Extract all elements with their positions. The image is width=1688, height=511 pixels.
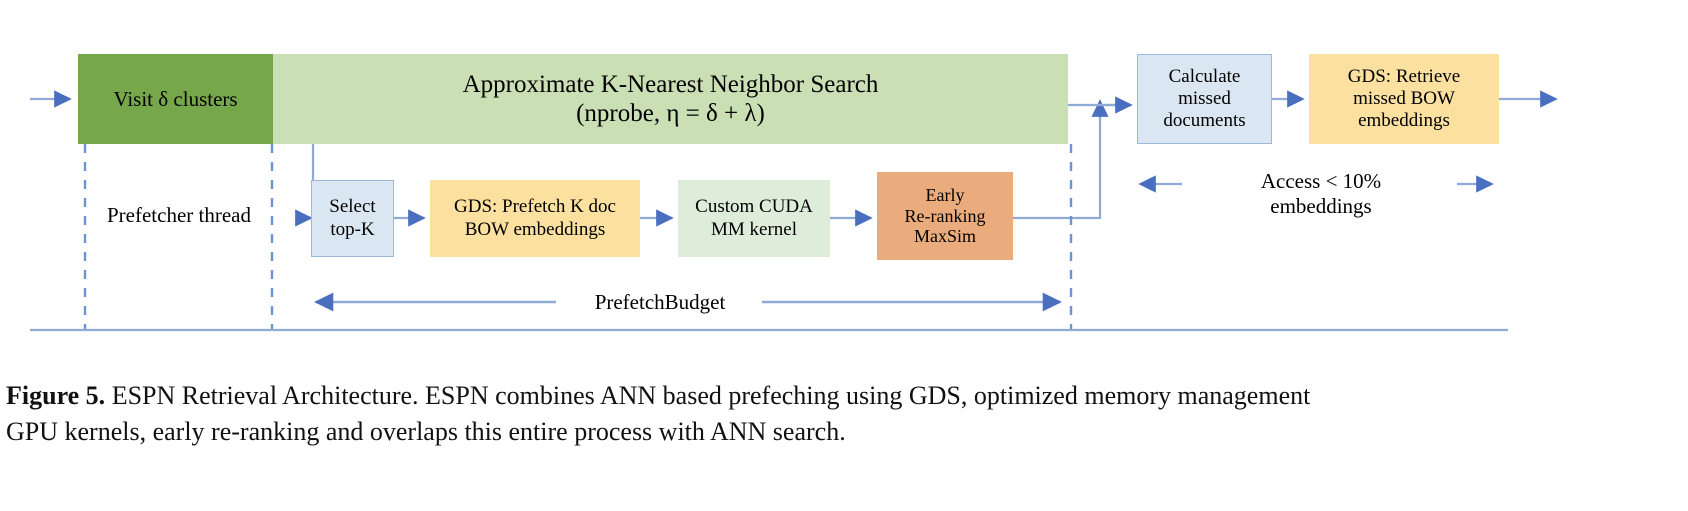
node-approximate-knn-search[interactable]: Approximate K-Nearest Neighbor Search (n… bbox=[273, 54, 1068, 144]
figure-caption: Figure 5. ESPN Retrieval Architecture. E… bbox=[6, 378, 1686, 450]
node-gds-retrieve-missed-bow-embeddings[interactable]: GDS: Retrieve missed BOW embeddings bbox=[1309, 54, 1499, 144]
node-select-top-k[interactable]: Select top-K bbox=[311, 180, 394, 257]
node-custom-cuda-mm-kernel[interactable]: Custom CUDA MM kernel bbox=[678, 180, 830, 257]
figure-caption-label: Figure 5. bbox=[6, 381, 106, 410]
node-visit-clusters[interactable]: Visit δ clusters bbox=[78, 54, 273, 144]
figure-caption-line1: ESPN Retrieval Architecture. ESPN combin… bbox=[105, 381, 1311, 410]
node-early-reranking-maxsim[interactable]: Early Re-ranking MaxSim bbox=[877, 172, 1013, 260]
figure-caption-line2: GPU kernels, early re-ranking and overla… bbox=[6, 416, 846, 446]
label-access-under-10-percent-embeddings: Access < 10% embeddings bbox=[1185, 169, 1457, 220]
node-calculate-missed-documents[interactable]: Calculate missed documents bbox=[1137, 54, 1272, 144]
node-gds-prefetch-k-doc-bow-embeddings[interactable]: GDS: Prefetch K doc BOW embeddings bbox=[430, 180, 640, 257]
label-prefetcher-thread: Prefetcher thread bbox=[107, 203, 251, 227]
espn-architecture-diagram: Visit δ clusters Approximate K-Nearest N… bbox=[30, 54, 1558, 332]
label-prefetch-budget: PrefetchBudget bbox=[560, 290, 760, 316]
